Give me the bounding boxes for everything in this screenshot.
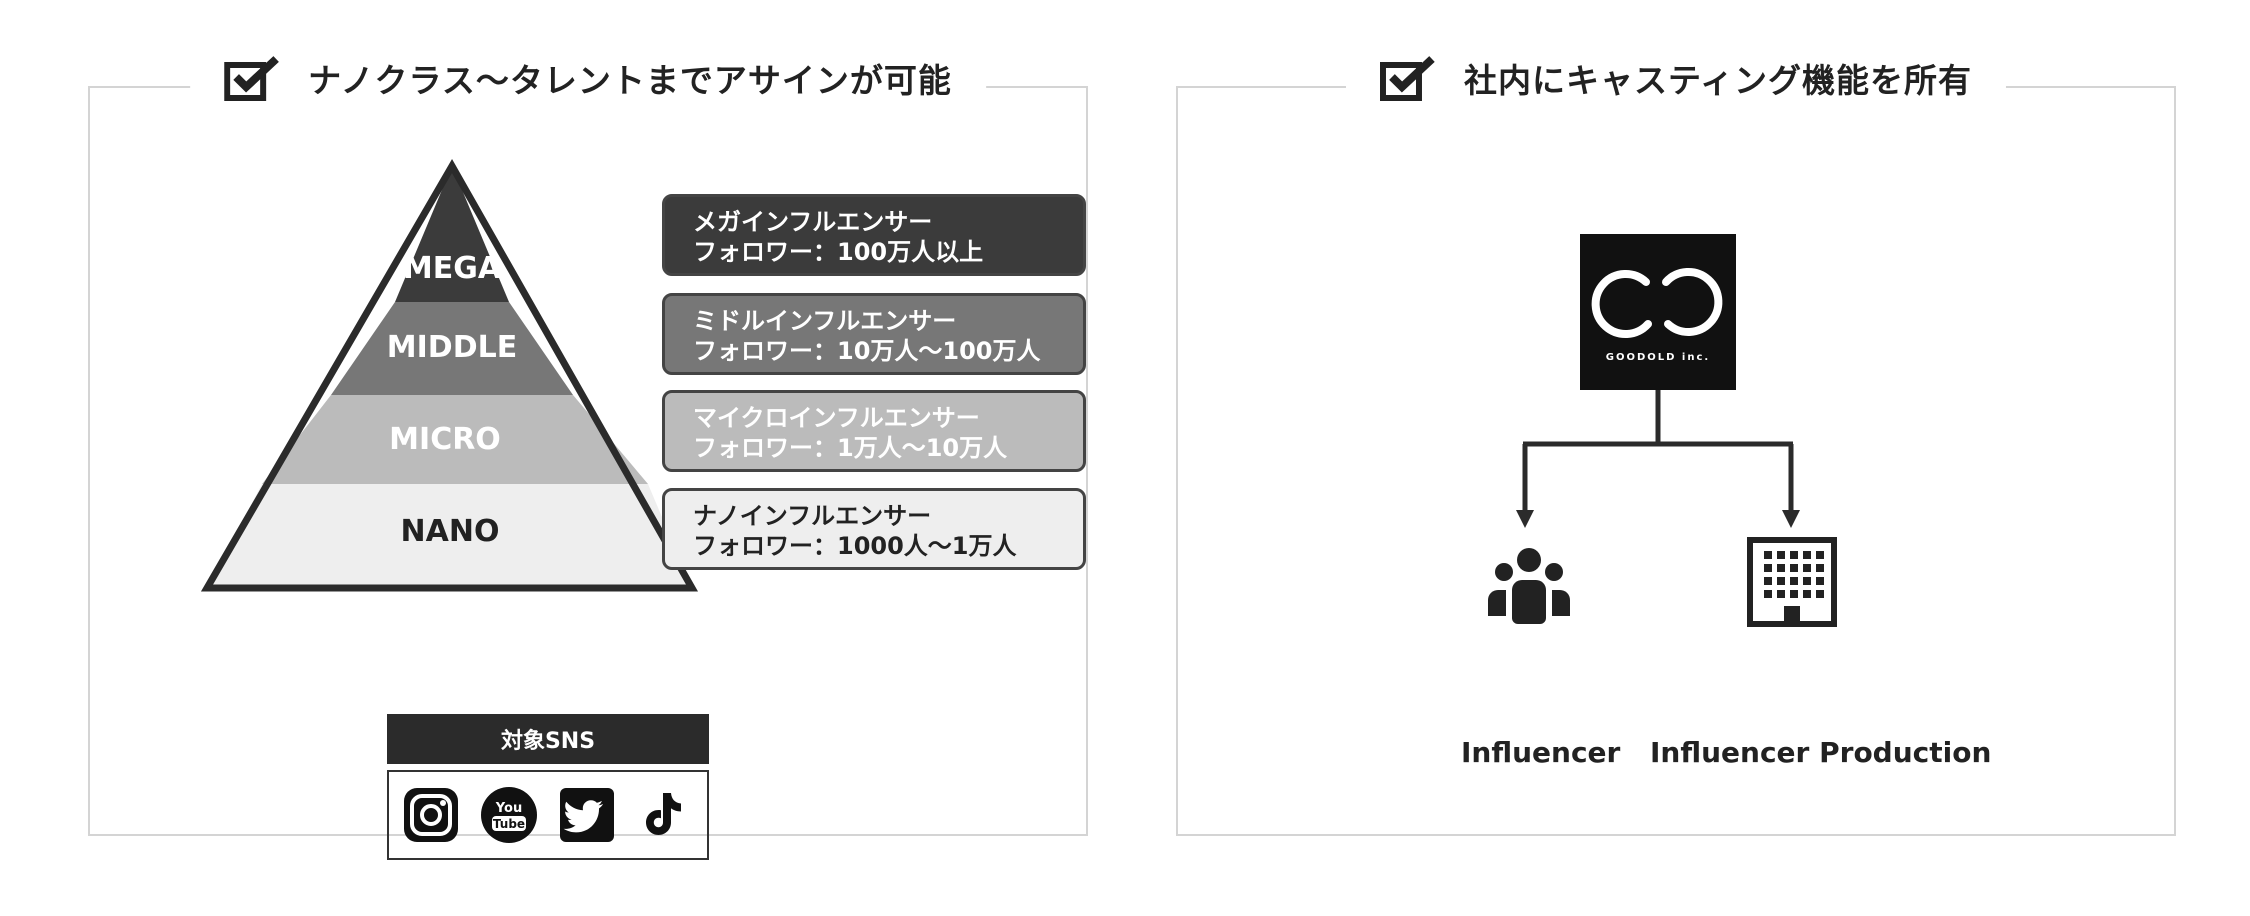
card-type-label: ナノインフルエンサー: [693, 502, 932, 530]
pyramid-chart: MEGA MIDDLE MICRO NANO: [200, 158, 699, 592]
org-diagram: GOODOLD inc.: [1488, 234, 1837, 627]
left-panel-title-text: ナノクラス〜タレントまでアサインが可能: [308, 61, 952, 100]
pyramid-label-micro: MICRO: [389, 422, 501, 457]
instagram-icon: [404, 788, 458, 842]
card-follower-label: フォロワー：100万人以上: [693, 238, 984, 266]
pyramid-label-middle: MIDDLE: [387, 330, 517, 365]
left-panel-title: ナノクラス〜タレントまでアサインが可能: [190, 54, 986, 102]
checkbox-check-icon: [1379, 56, 1435, 101]
card-follower-label: フォロワー：1000人〜1万人: [693, 532, 1017, 560]
sns-header: 対象SNS: [387, 714, 709, 764]
right-panel-title: 社内にキャスティング機能を所有: [1345, 54, 2007, 102]
checkbox-check-icon: [224, 56, 279, 101]
goodold-logo-mark-left: [1591, 270, 1652, 338]
tier-card-micro: マイクロインフルエンサー フォロワー：1万人〜10万人: [662, 390, 1086, 472]
arrowhead-right: [1782, 510, 1800, 528]
right-panel-title-text: 社内にキャスティング機能を所有: [1463, 61, 1973, 100]
pyramid-tier-mega: [395, 166, 509, 302]
influencer-production-label: Influencer Production: [1650, 736, 1992, 769]
youtube-icon-tube: Tube: [493, 817, 525, 831]
goodold-logo: [1580, 234, 1736, 390]
people-group-icon: [1488, 548, 1570, 624]
pyramid-label-mega: MEGA: [403, 251, 502, 286]
building-icon: [1747, 537, 1837, 627]
sns-icon-box: You Tube: [387, 770, 709, 860]
pyramid-tier-middle: [331, 302, 573, 395]
influencer-label: Influencer: [1461, 736, 1621, 769]
tier-card-mega: メガインフルエンサー フォロワー：100万人以上: [662, 194, 1086, 276]
card-follower-label: フォロワー：1万人〜10万人: [693, 434, 1008, 462]
youtube-icon-you: You: [495, 801, 522, 816]
pyramid-tier-micro: [262, 395, 648, 484]
twitter-icon: [560, 788, 614, 842]
pyramid-outline: [200, 158, 699, 592]
tiktok-icon: [646, 793, 681, 835]
pyramid-tier-nano: [207, 484, 692, 588]
youtube-icon: You Tube: [481, 787, 537, 843]
right-panel: 社内にキャスティング機能を所有 GOODOLD inc.: [1176, 54, 2176, 836]
card-type-label: メガインフルエンサー: [693, 208, 933, 236]
tier-card-middle: ミドルインフルエンサー フォロワー：10万人〜100万人: [662, 293, 1086, 375]
goodold-logo-text: GOODOLD inc.: [1606, 352, 1710, 363]
pyramid-label-nano: NANO: [401, 514, 500, 549]
card-type-label: マイクロインフルエンサー: [693, 404, 980, 432]
card-type-label: ミドルインフルエンサー: [693, 307, 957, 335]
card-follower-label: フォロワー：10万人〜100万人: [693, 337, 1041, 365]
arrowhead-left: [1516, 510, 1534, 528]
goodold-logo-mark-right: [1662, 268, 1723, 336]
left-panel: ナノクラス〜タレントまでアサインが可能 MEGA MIDDLE MICRO NA…: [88, 54, 1088, 860]
tier-card-nano: ナノインフルエンサー フォロワー：1000人〜1万人: [662, 488, 1086, 570]
